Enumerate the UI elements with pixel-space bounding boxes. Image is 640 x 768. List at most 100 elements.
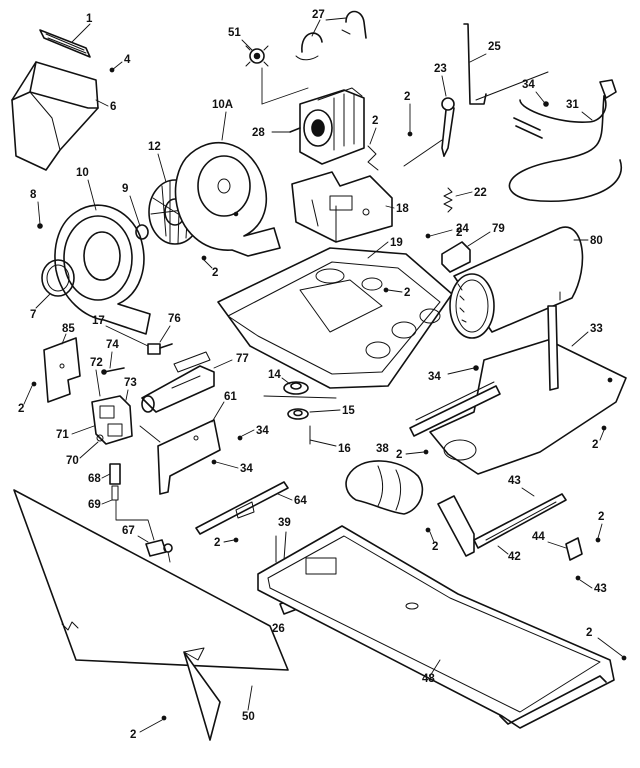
part-61-valve-bracket (157, 419, 221, 495)
label-77: 77 (236, 353, 249, 365)
label-18: 18 (396, 203, 409, 215)
part-23-idler-arm (403, 97, 455, 167)
part-25-bracket (463, 23, 549, 105)
label-15: 15 (342, 405, 355, 417)
part-64-rod (195, 481, 289, 535)
part-38-duct-elbow (345, 460, 424, 515)
part-79-bracket (441, 241, 471, 273)
label-25: 25 (488, 41, 501, 53)
part-18-motor-mount (291, 171, 393, 243)
part-68-igniter (109, 463, 121, 485)
label-50: 50 (242, 711, 255, 723)
part-70-gas-valve (91, 395, 133, 445)
label-33: 33 (590, 323, 603, 335)
label-26: 26 (272, 623, 285, 635)
label-2-g: 2 (214, 537, 220, 549)
label-28: 28 (252, 127, 265, 139)
label-2-d: 2 (404, 287, 410, 299)
part-76-connector (147, 343, 173, 355)
label-31: 31 (566, 99, 579, 111)
label-2-l: 2 (396, 449, 402, 461)
part-74-screw (101, 367, 125, 375)
label-10: 10 (76, 167, 89, 179)
label-44: 44 (532, 531, 545, 543)
part-50-panel (13, 489, 289, 741)
label-6: 6 (110, 101, 116, 113)
part-80-exhaust-duct (449, 226, 584, 339)
label-2-k: 2 (598, 511, 604, 523)
label-9: 9 (122, 183, 128, 195)
label-2-i: 2 (586, 627, 592, 639)
label-14: 14 (268, 369, 281, 381)
part-28-drive-motor (289, 87, 365, 165)
part-44-clip (565, 537, 583, 561)
label-79: 79 (492, 223, 505, 235)
label-34-b: 34 (428, 371, 441, 383)
label-43-b: 43 (594, 583, 607, 595)
label-43-a: 43 (508, 475, 521, 487)
label-27: 27 (312, 9, 325, 21)
label-19: 19 (390, 237, 403, 249)
label-22: 22 (474, 187, 487, 199)
part-6-duct-hood (11, 61, 99, 171)
part-42-support-rail (437, 493, 567, 557)
label-68: 68 (88, 473, 101, 485)
part-27-motor-clips (295, 10, 367, 61)
label-73: 73 (124, 377, 137, 389)
label-67: 67 (122, 525, 135, 537)
label-23: 23 (434, 63, 447, 75)
label-1: 1 (86, 13, 93, 25)
label-34-d: 34 (240, 463, 253, 475)
part-48-base-frame (257, 525, 615, 729)
part-14-drum-roller (263, 381, 337, 399)
label-4: 4 (124, 54, 131, 66)
label-34-c: 34 (256, 425, 269, 437)
part-22-spring (443, 187, 453, 213)
label-85: 85 (62, 323, 75, 335)
label-12: 12 (148, 141, 161, 153)
label-76: 76 (168, 313, 181, 325)
label-2-a: 2 (212, 267, 218, 279)
label-2-m: 2 (456, 227, 462, 239)
part-10-blower-housing (54, 204, 151, 335)
label-8: 8 (30, 189, 37, 201)
part-19-base-pan (217, 247, 453, 389)
label-7: 7 (30, 309, 36, 321)
label-2-e: 2 (592, 439, 598, 451)
part-10a-blower-housing (174, 142, 281, 257)
part-31-power-cord (508, 79, 623, 203)
label-39: 39 (278, 517, 291, 529)
label-24: 24 (456, 223, 469, 235)
label-71: 71 (56, 429, 69, 441)
label-2-c: 2 (372, 115, 378, 127)
label-2-b: 2 (404, 91, 410, 103)
label-64: 64 (294, 495, 307, 507)
part-33-cabinet-base (409, 305, 627, 475)
label-80: 80 (590, 235, 603, 247)
label-10a: 10A (212, 99, 233, 111)
label-34-a: 34 (522, 79, 535, 91)
label-38: 38 (376, 443, 389, 455)
label-51: 51 (228, 27, 241, 39)
part-69-sensor (111, 485, 119, 501)
part-9-washer (135, 224, 149, 240)
part-51-idler-pulley (245, 45, 269, 67)
part-77-burner-tube (141, 351, 215, 413)
label-48: 48 (422, 673, 435, 685)
label-2-f: 2 (18, 403, 24, 415)
label-74: 74 (106, 339, 119, 351)
label-70: 70 (66, 455, 79, 467)
label-72: 72 (90, 357, 103, 369)
label-42: 42 (508, 551, 521, 563)
label-61: 61 (224, 391, 237, 403)
label-17: 17 (92, 315, 105, 327)
part-7-seal-ring (41, 259, 75, 297)
part-1-lint-screen (39, 29, 91, 58)
label-2-h: 2 (130, 729, 136, 741)
part-15-roller-washer (287, 408, 309, 420)
part-85-bracket (43, 337, 81, 403)
label-16: 16 (338, 443, 351, 455)
label-2-j: 2 (432, 541, 438, 553)
label-69: 69 (88, 499, 101, 511)
